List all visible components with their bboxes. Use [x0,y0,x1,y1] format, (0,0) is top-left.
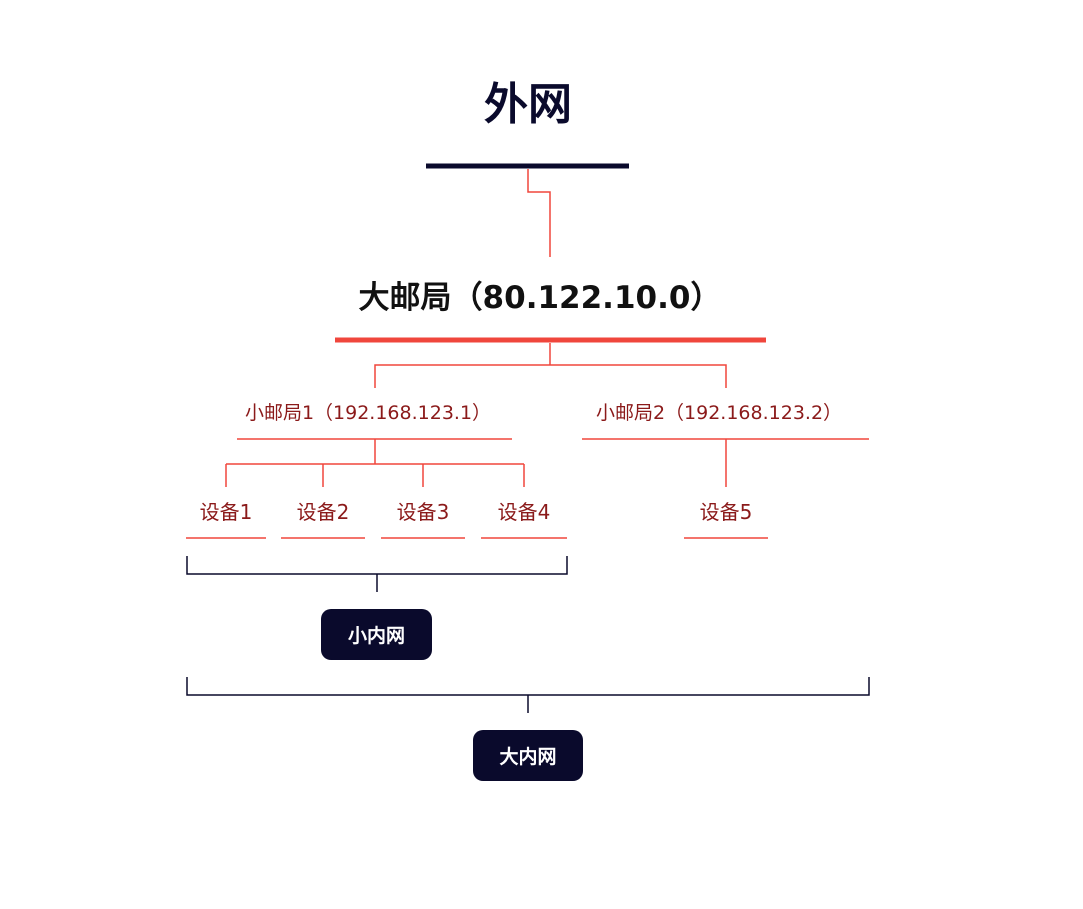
small-post-office-2-label: 小邮局2（192.168.123.2） [595,402,843,424]
post-branch-connector [374,364,727,388]
device-3-label: 设备3 [396,500,450,524]
device-2-label: 设备2 [296,500,350,524]
big-intranet-bracket [186,677,870,696]
device-5-label: 设备5 [699,500,753,524]
big-intranet-badge: 大内网 [473,730,583,781]
small-intranet-bracket [186,556,568,575]
outer-net-label: 外网 [484,79,572,130]
small-intranet-badge: 小内网 [321,609,432,660]
small-post-office-1-label: 小邮局1（192.168.123.1） [244,402,492,424]
device-1-label: 设备1 [199,500,253,524]
outer-to-post-connector [527,169,551,257]
big-post-office-label: 大邮局（80.122.10.0） [358,280,722,316]
device-4-label: 设备4 [497,500,551,524]
